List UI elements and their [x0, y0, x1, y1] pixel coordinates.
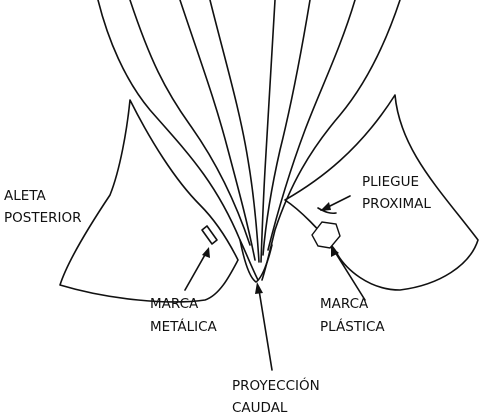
tail-line-2	[130, 0, 250, 245]
arrow-caudal-head	[255, 282, 263, 294]
tail-line-3	[180, 0, 255, 260]
label-marca-plastica: MARCA PLÁSTICA	[320, 296, 385, 335]
label-proyeccion-caudal: PROYECCIÓN CAUDAL	[232, 376, 324, 416]
tail-line-4	[210, 0, 259, 262]
tail-line-5	[261, 0, 275, 262]
tail-body-lines	[98, 0, 400, 282]
arrow-metalica-line	[185, 253, 206, 290]
tail-line-6	[263, 0, 310, 255]
arrow-plastica-line	[335, 252, 365, 300]
arrow-caudal-line	[259, 290, 272, 370]
arrow-pliegue-head	[320, 202, 331, 211]
tail-line-1	[98, 0, 258, 280]
label-aleta-posterior: ALETA POSTERIOR	[4, 188, 81, 226]
left-flipper	[60, 100, 238, 302]
metal-tag	[202, 226, 217, 244]
plastic-tag	[312, 222, 340, 248]
label-marca-metalica: MARCA METÁLICA	[150, 296, 218, 335]
right-flipper	[285, 95, 478, 290]
label-pliegue-proximal: PLIEGUE PROXIMAL	[362, 174, 431, 212]
